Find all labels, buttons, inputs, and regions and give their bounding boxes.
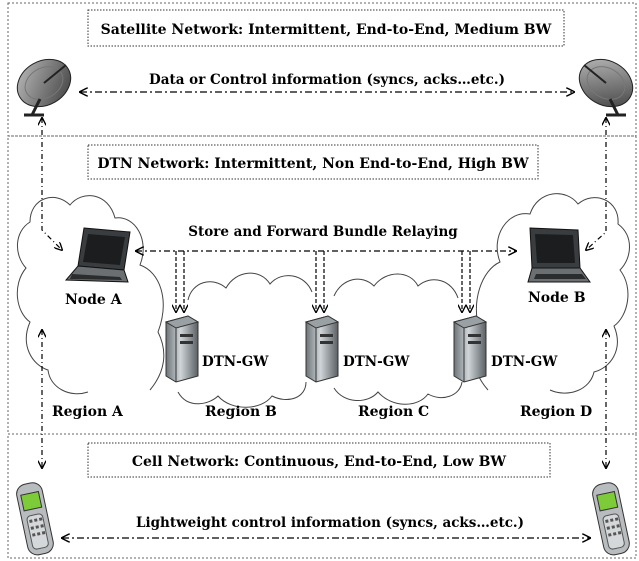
- server-icon: [304, 315, 340, 383]
- node-a-label: Node A: [65, 292, 123, 308]
- dtn-section-frame: [7, 135, 637, 435]
- dtn-title: DTN Network: Intermittent, Non End-to-En…: [97, 156, 529, 172]
- gw1-label: DTN-GW: [202, 354, 269, 370]
- region-b-label: Region B: [205, 404, 277, 420]
- gw2-label: DTN-GW: [343, 354, 410, 370]
- laptop-icon: [64, 227, 131, 283]
- satellite-dish-icon: [578, 58, 634, 117]
- satellite-dish-icon: [16, 58, 72, 117]
- server-icon: [452, 315, 488, 383]
- region-c-cloud: [333, 273, 463, 405]
- satellite-section-frame: [7, 2, 637, 137]
- cell-phone-icon: [592, 482, 630, 556]
- satellite-title-box: [87, 9, 565, 47]
- cell-phone-icon: [16, 482, 54, 556]
- region-c-label: Region C: [358, 404, 429, 420]
- laptop-icon: [527, 227, 591, 283]
- server-icon: [164, 315, 200, 383]
- left-dish-to-node-a-arrow: [42, 118, 62, 250]
- region-a-label: Region A: [52, 404, 124, 420]
- satellite-title: Satellite Network: Intermittent, End-to-…: [101, 22, 552, 38]
- gw3-label: DTN-GW: [491, 354, 558, 370]
- section-frames: [7, 2, 637, 559]
- cell-section-frame: [7, 433, 637, 559]
- right-dish-to-node-b-arrow: [586, 118, 606, 250]
- region-d-label: Region D: [520, 404, 592, 420]
- node-b-label: Node B: [528, 290, 586, 306]
- satellite-link-label: Data or Control information (syncs, acks…: [149, 72, 505, 88]
- cell-title-box: [87, 442, 551, 478]
- dtn-title-box: [87, 144, 539, 180]
- cell-link-label: Lightweight control information (syncs, …: [136, 515, 524, 531]
- cell-title: Cell Network: Continuous, End-to-End, Lo…: [132, 454, 507, 470]
- relay-label: Store and Forward Bundle Relaying: [188, 224, 458, 240]
- region-b-cloud: [177, 272, 313, 408]
